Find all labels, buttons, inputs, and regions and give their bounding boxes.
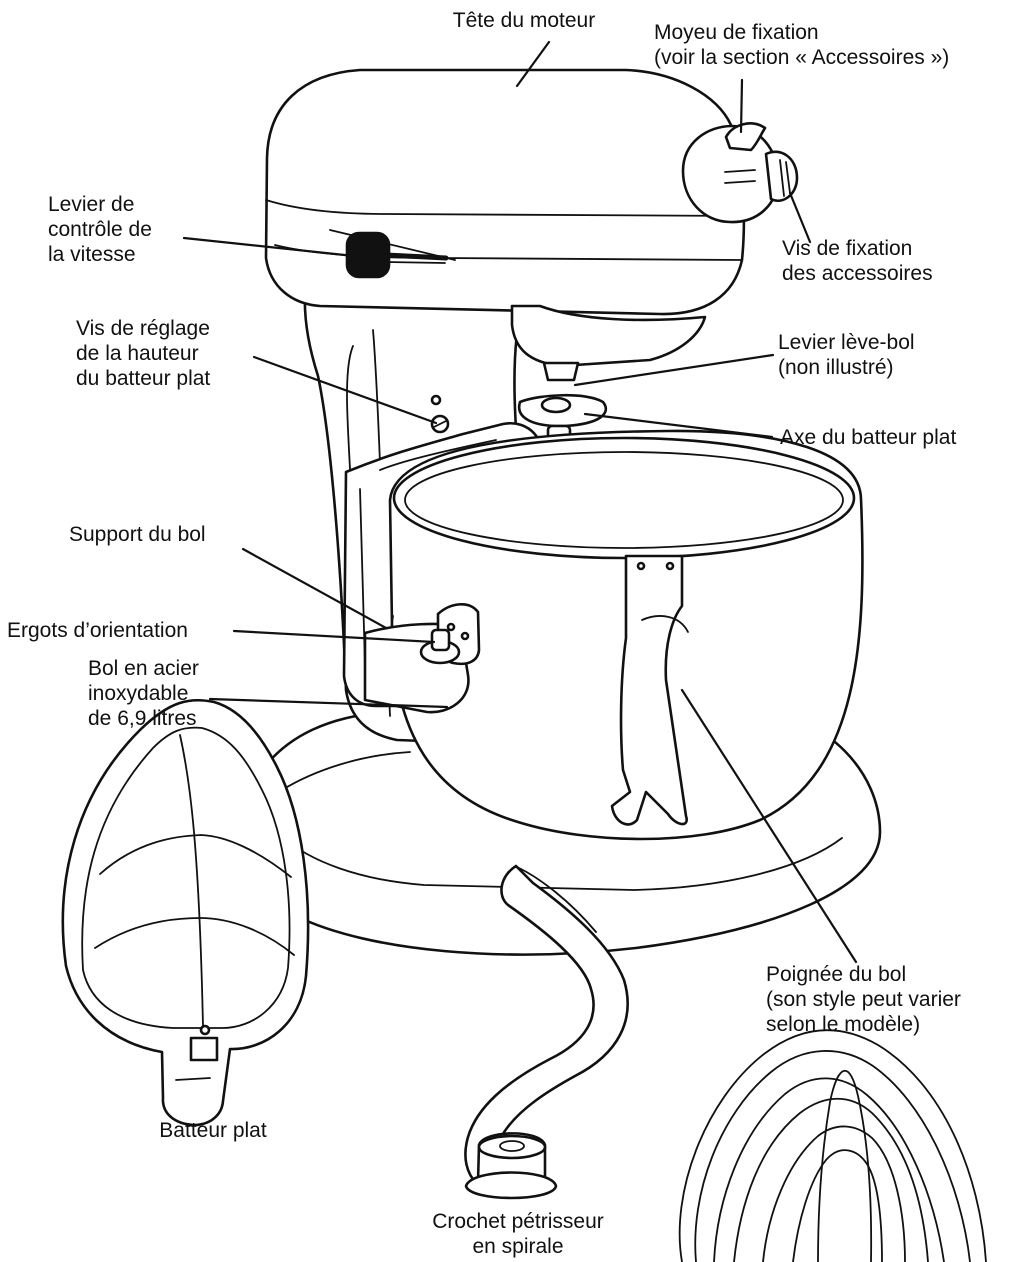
label-bowl-support: Support du bol — [69, 523, 206, 546]
speed-control-lever — [345, 231, 449, 279]
label-attachment-hub: Moyeu de fixation (voir la section « Acc… — [654, 21, 950, 69]
label-motor-head: Tête du moteur — [452, 9, 596, 32]
leader-lines — [182, 40, 858, 964]
label-beater-height-screw: Vis de réglage de la hauteur du batteur … — [76, 317, 211, 390]
wire-whip — [678, 1029, 987, 1262]
label-bowl-handle: Poignée du bol (son style peut varier se… — [766, 963, 961, 1036]
label-beater-shaft: Axe du batteur plat — [780, 426, 957, 449]
label-speed-control: Levier de contrôle de la vitesse — [48, 193, 152, 266]
label-dough-hook: Crochet pétrisseur en spirale — [432, 1210, 604, 1258]
attachment-hub — [681, 122, 799, 224]
label-bowl-lift: Levier lève-bol (non illustré) — [778, 331, 915, 379]
bowl-handle — [610, 554, 689, 826]
label-attachment-knob: Vis de fixation des accessoires — [782, 237, 933, 285]
dough-hook — [464, 864, 629, 1200]
label-bowl: Bol en acier inoxydable de 6,9 litres — [88, 657, 199, 730]
label-locating-pins: Ergots d’orientation — [7, 619, 188, 642]
bowl-support-assembly — [363, 603, 481, 714]
flat-beater — [61, 698, 310, 1127]
label-flat-beater: Batteur plat — [159, 1119, 267, 1142]
